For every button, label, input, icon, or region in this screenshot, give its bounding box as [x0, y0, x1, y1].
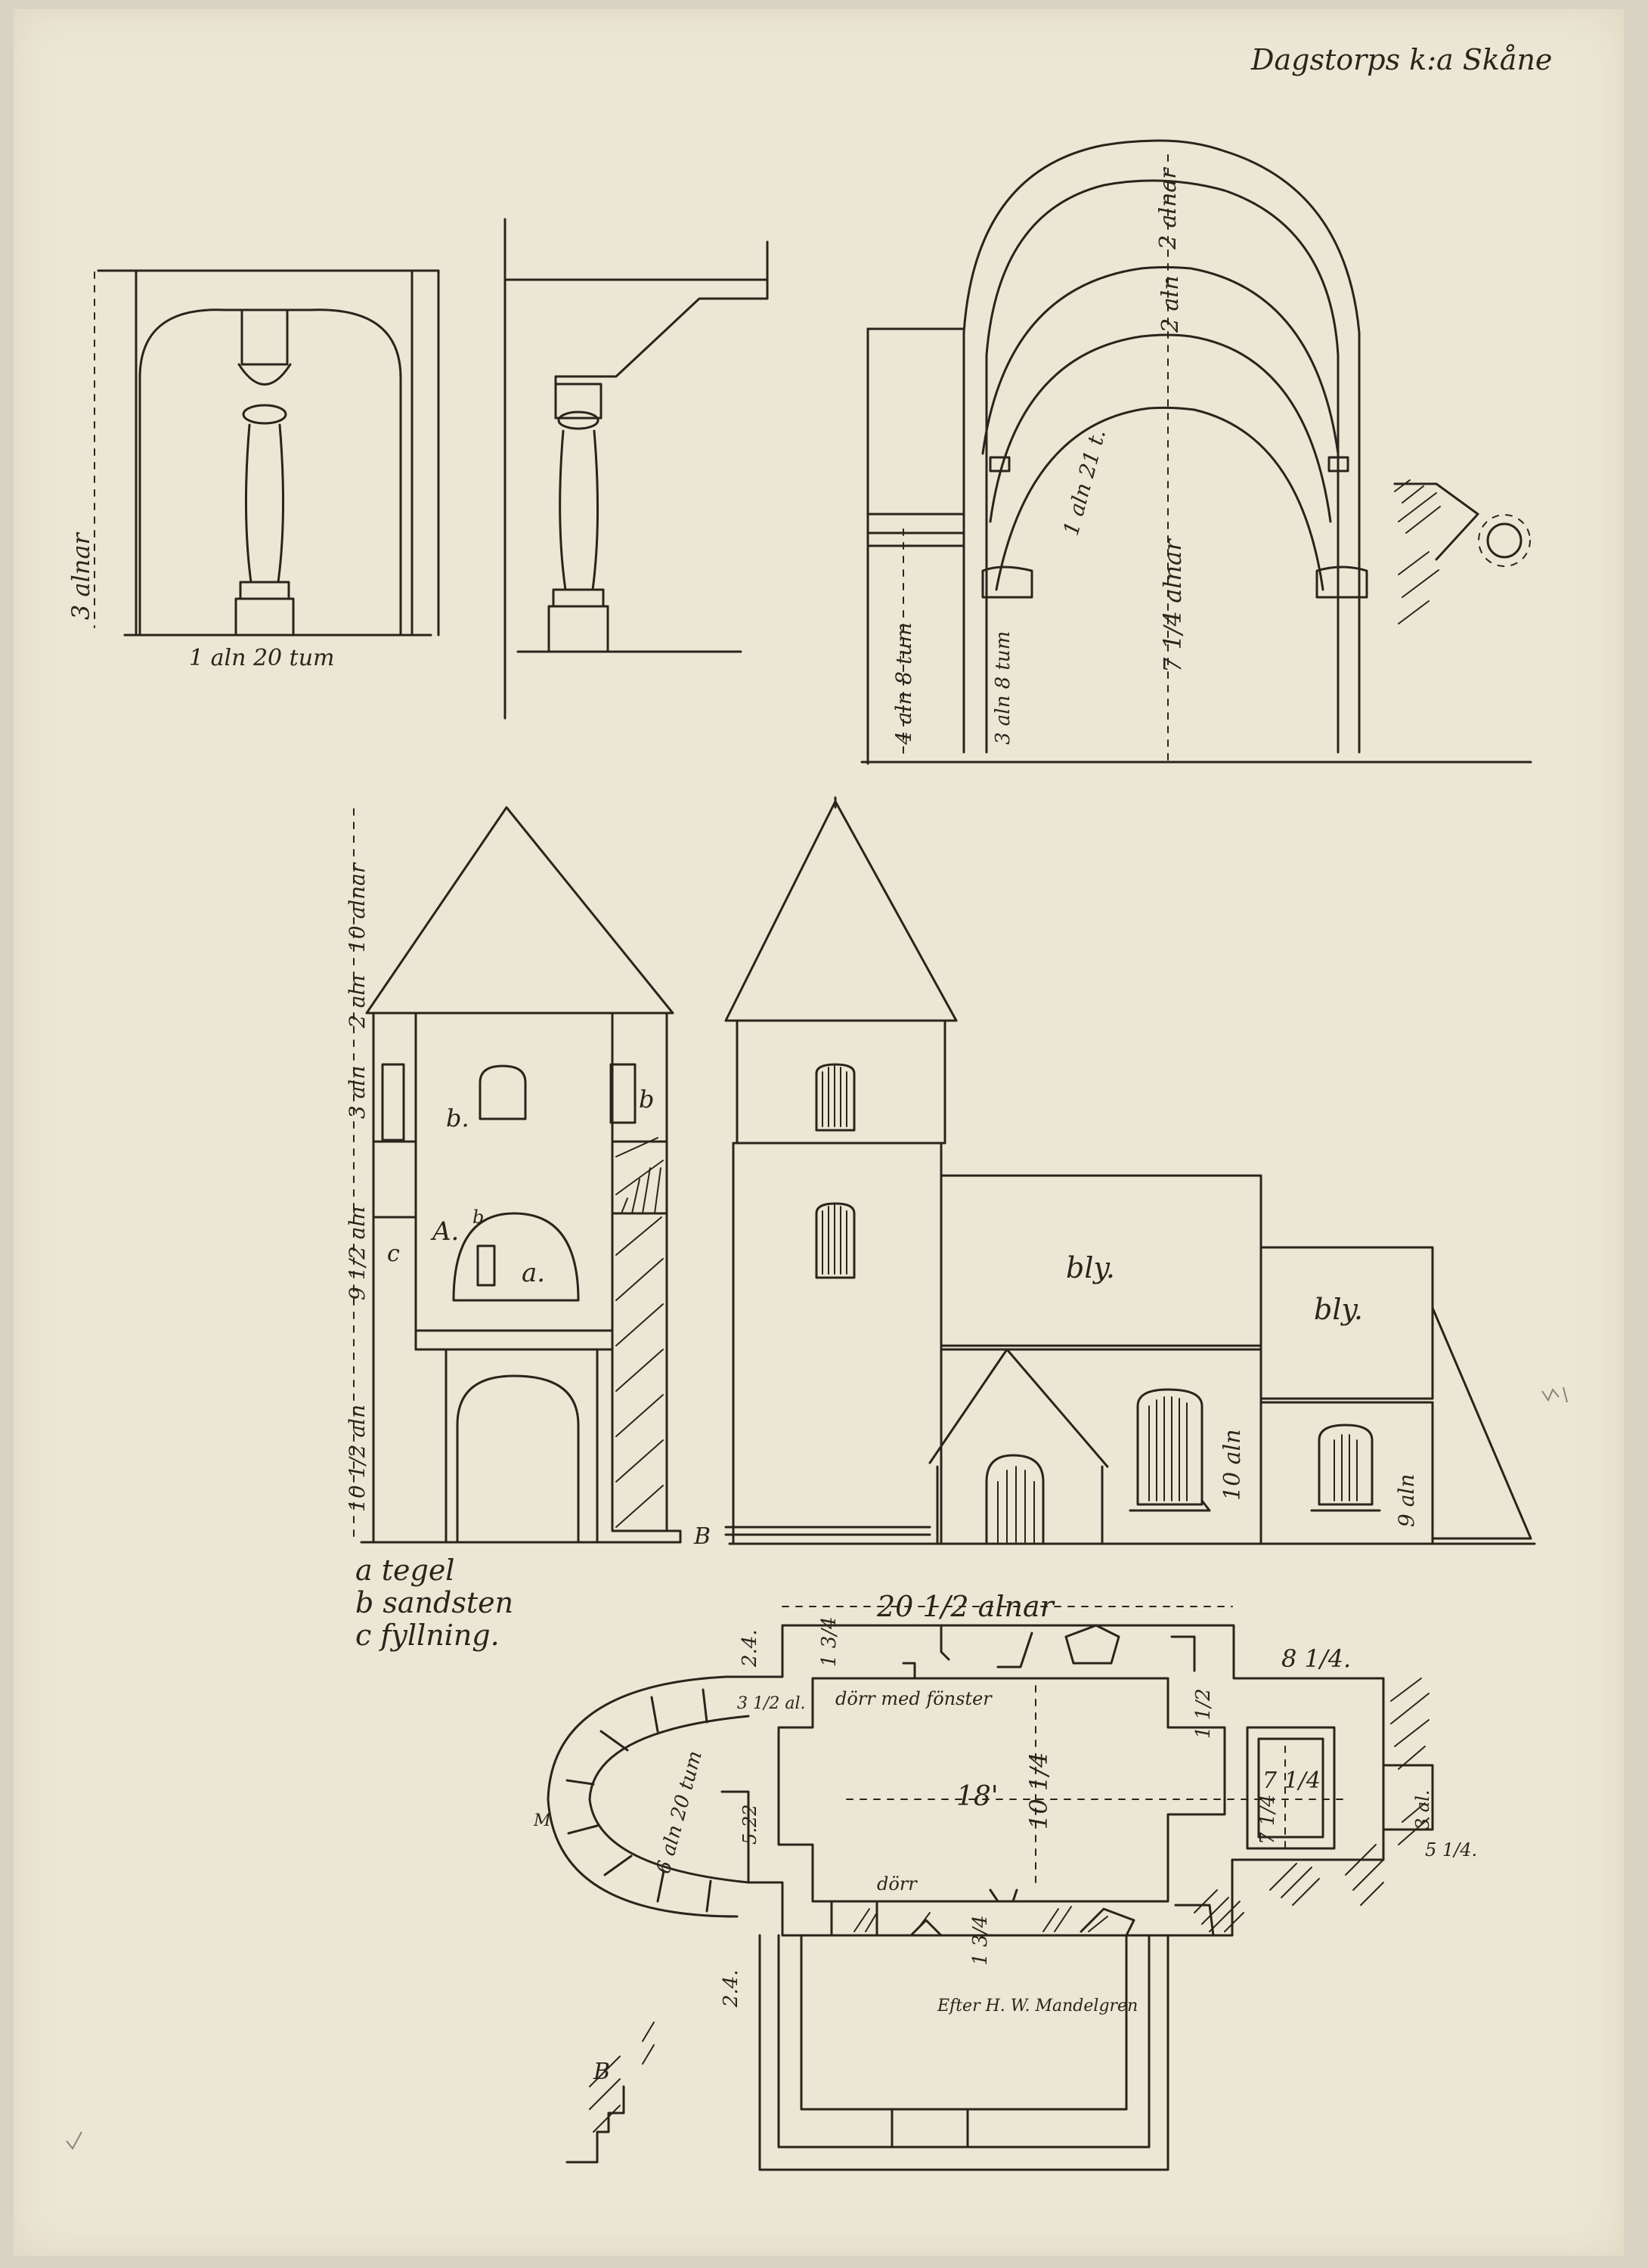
- materials-legend: a tegel b sandsten c fyllning.: [355, 1554, 513, 1652]
- plan-width-label: 20 1/2 alnar: [876, 1590, 1056, 1623]
- marker-a: a.: [522, 1258, 545, 1288]
- profile-detail: [565, 2085, 625, 2164]
- paper: [14, 9, 1624, 2256]
- vault-section: [860, 139, 1532, 765]
- plan-dim-15: 2.4.: [720, 1969, 742, 2008]
- vault-label-top: 2 alnar: [1155, 167, 1182, 250]
- plan-dim-14: 1 3/4: [969, 1915, 992, 1966]
- legend-item-a: a tegel: [355, 1554, 454, 1587]
- plan-mark-B: B: [593, 2059, 610, 2085]
- tower-dim-1: 2 aln: [345, 975, 370, 1029]
- vault-label-pier: 3 aln 8 tum: [992, 631, 1015, 745]
- elevation-dim-nave: 10 aln: [1219, 1429, 1246, 1501]
- plan-dim-12: 5.22: [739, 1805, 760, 1845]
- plan-dim-10: 3 al.: [1412, 1789, 1433, 1830]
- tower-dim-0: 10 alnar: [345, 862, 370, 953]
- plan-dim-9: 7 1/4: [1256, 1794, 1279, 1845]
- ground-plan: [547, 1606, 1434, 2171]
- vault-label-mid: 2 aln: [1157, 276, 1184, 333]
- legend-item-b: b sandsten: [355, 1586, 513, 1619]
- elevation-mark-B: B: [693, 1523, 711, 1550]
- vault-label-rib: 1 aln 21 t.: [1058, 426, 1111, 538]
- plan-dim-11: 5 1/4.: [1425, 1839, 1477, 1861]
- plan-dim-4: 1 1/2: [1192, 1688, 1215, 1739]
- tower-section-hatching: [615, 1137, 664, 1528]
- tower-section: [360, 806, 682, 1544]
- roof-label-nave: bly.: [1066, 1251, 1115, 1284]
- column-section: [503, 218, 769, 720]
- plan-dim-3: 8 1/4.: [1281, 1644, 1351, 1673]
- plan-dim-7: 10 1/4: [1024, 1752, 1053, 1830]
- elevation-window-shading: [822, 1065, 1358, 1543]
- tower-dim-4: 10 1/2 aln: [345, 1405, 370, 1512]
- marker-b-small: b: [472, 1207, 484, 1228]
- vault-hatching: [1394, 479, 1441, 624]
- plan-hatching: [589, 1678, 1430, 2133]
- vault-label-height: 7 1/4 alnar: [1158, 538, 1187, 673]
- plan-credit: Efter H. W. Mandelgren: [937, 1997, 1138, 2015]
- plan-dim-2: 1 3/4: [818, 1616, 841, 1667]
- church-elevation: [724, 796, 1536, 1545]
- marker-A: A.: [430, 1216, 459, 1247]
- sheet-title: Dagstorps k:a Skåne: [1250, 43, 1552, 76]
- tower-dim-2: 3 aln: [345, 1066, 370, 1119]
- roof-label-chancel: bly.: [1314, 1293, 1363, 1326]
- elevation-dim-chancel: 9 aln: [1394, 1474, 1419, 1527]
- tower-dim-3: 9 1/2 aln: [345, 1207, 370, 1300]
- marker-c: c: [387, 1241, 400, 1267]
- plan-door-label: dörr: [877, 1873, 918, 1895]
- legend-item-c: c fyllning.: [355, 1619, 500, 1652]
- plan-mark-m: M: [533, 1811, 551, 1830]
- pencil-marks: [66, 1387, 1568, 2150]
- plan-doorwin-label: dörr med fönster: [835, 1688, 993, 1709]
- plan-dim-13: 6 aln 20 tum: [652, 1749, 707, 1876]
- marker-b-right: b: [639, 1085, 654, 1114]
- vault-label-side: 4 aln 8 tum: [891, 622, 916, 745]
- plan-dim-1: 2.4.: [739, 1629, 761, 1668]
- column-width-label: 1 aln 20 tum: [189, 645, 335, 671]
- marker-b-left: b.: [446, 1104, 469, 1132]
- plan-dim-8: 7 1/4: [1262, 1768, 1321, 1794]
- plan-dim-6: 18': [956, 1781, 999, 1812]
- column-elevation: [94, 269, 440, 637]
- plan-dim-5: 3 1/2 al.: [737, 1694, 806, 1713]
- column-height-label: 3 alnar: [67, 531, 95, 620]
